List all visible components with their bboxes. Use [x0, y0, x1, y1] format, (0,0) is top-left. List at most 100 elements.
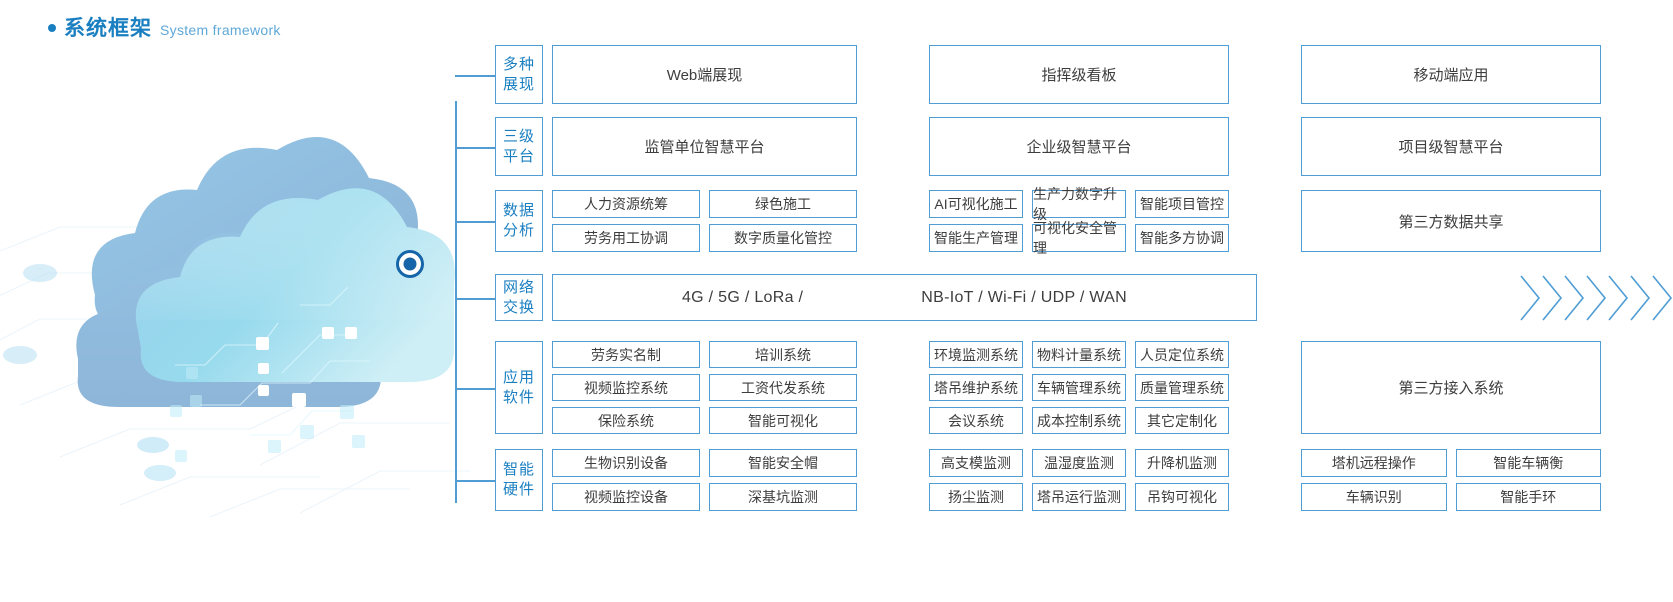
cell-group: 劳务实名制培训系统视频监控系统工资代发系统保险系统智能可视化: [552, 341, 857, 434]
cell-box[interactable]: 视频监控系统: [552, 374, 700, 401]
cell-box[interactable]: 智能车辆衡: [1455, 449, 1601, 477]
cell-line: 移动端应用: [1301, 45, 1601, 104]
cell-box[interactable]: 视频监控设备: [552, 483, 700, 511]
cell-box[interactable]: 其它定制化: [1135, 407, 1229, 434]
cell-box[interactable]: Web端展现: [552, 45, 857, 104]
bullet-dot-icon: [48, 24, 56, 32]
cell-line: Web端展现: [552, 45, 857, 104]
row-cells: 监管单位智慧平台 企业级智慧平台 项目级智慧平台: [552, 117, 1673, 176]
row-cells: Web端展现 指挥级看板 移动端应用: [552, 45, 1673, 104]
network-exchange-box[interactable]: 4G / 5G / LoRa /NB-IoT / Wi-Fi / UDP / W…: [552, 274, 1257, 321]
cell-box[interactable]: 工资代发系统: [709, 374, 857, 401]
cell-box[interactable]: 质量管理系统: [1135, 374, 1229, 401]
cell-box[interactable]: 智能可视化: [709, 407, 857, 434]
cell-box[interactable]: 移动端应用: [1301, 45, 1601, 104]
row-category-line: 硬件: [502, 481, 535, 498]
row-category-smart-hardware[interactable]: 智能硬件: [495, 449, 543, 511]
cell-box[interactable]: 温湿度监测: [1032, 449, 1126, 477]
cell-box[interactable]: 吊钩可视化: [1135, 483, 1229, 511]
cell-box[interactable]: 人力资源统筹: [552, 190, 700, 218]
row-category-network[interactable]: 网络交换: [495, 274, 543, 321]
cell-group: 第三方数据共享: [1301, 190, 1601, 252]
cell-group: 塔机远程操作智能车辆衡车辆识别智能手环: [1301, 449, 1601, 511]
cell-box[interactable]: 扬尘监测: [929, 483, 1023, 511]
cell-box[interactable]: 成本控制系统: [1032, 407, 1126, 434]
cell-line: 指挥级看板: [929, 45, 1229, 104]
cell-line: 劳务用工协调数字质量化管控: [552, 224, 857, 252]
row-category-line: 平台: [502, 147, 535, 165]
cell-box[interactable]: 升降机监测: [1135, 449, 1229, 477]
cell-group: 生物识别设备智能安全帽视频监控设备深基坑监测: [552, 449, 857, 511]
cell-box[interactable]: 可视化安全管理: [1032, 220, 1126, 256]
cell-group: 监管单位智慧平台: [552, 117, 857, 176]
row-category-presentation[interactable]: 多种展现: [495, 45, 543, 104]
diagram-spine: [455, 101, 457, 503]
cell-box[interactable]: 会议系统: [929, 407, 1023, 434]
chevron-right-icon: [1652, 274, 1673, 321]
chevron-right-icon: [1542, 274, 1563, 321]
cell-box[interactable]: 高支模监测: [929, 449, 1023, 477]
cell-box[interactable]: 劳务实名制: [552, 341, 700, 368]
cell-line: 劳务实名制培训系统: [552, 341, 857, 368]
cell-box[interactable]: 物料计量系统: [1032, 341, 1126, 368]
diagram-branch-line: [455, 146, 495, 149]
chevron-right-icon: [1608, 274, 1629, 321]
cell-box[interactable]: 第三方接入系统: [1301, 341, 1601, 434]
cell-line: 会议系统成本控制系统其它定制化: [929, 407, 1229, 434]
cell-box[interactable]: 数字质量化管控: [709, 224, 857, 252]
cell-line: 生物识别设备智能安全帽: [552, 449, 857, 477]
cell-box[interactable]: 培训系统: [709, 341, 857, 368]
cell-box[interactable]: 生物识别设备: [552, 449, 700, 477]
cell-box[interactable]: 监管单位智慧平台: [552, 117, 857, 176]
cell-box[interactable]: 塔吊运行监测: [1032, 483, 1126, 511]
cell-group: 高支模监测温湿度监测升降机监测扬尘监测塔吊运行监测吊钩可视化: [929, 449, 1229, 511]
cell-line: 视频监控系统工资代发系统: [552, 374, 857, 401]
cell-line: 监管单位智慧平台: [552, 117, 857, 176]
cell-box[interactable]: 智能手环: [1455, 483, 1601, 511]
cell-box[interactable]: 智能生产管理: [929, 224, 1023, 252]
cell-box[interactable]: 深基坑监测: [709, 483, 857, 511]
cell-box[interactable]: 保险系统: [552, 407, 700, 434]
cell-box[interactable]: 环境监测系统: [929, 341, 1023, 368]
row-category-line: 分析: [502, 222, 535, 239]
network-flow-arrows: [1519, 274, 1673, 321]
cell-box[interactable]: 智能安全帽: [709, 449, 857, 477]
cell-box[interactable]: 劳务用工协调: [552, 224, 700, 252]
cell-box[interactable]: 塔吊维护系统: [929, 374, 1023, 401]
row-cells: 劳务实名制培训系统视频监控系统工资代发系统保险系统智能可视化环境监测系统物料计量…: [552, 341, 1673, 434]
cell-box[interactable]: 智能多方协调: [1135, 224, 1229, 252]
row-category-line: 交换: [502, 298, 535, 316]
diagram-branch-line: [455, 387, 495, 390]
cell-line: 人力资源统筹绿色施工: [552, 190, 857, 218]
cell-line: 智能生产管理可视化安全管理智能多方协调: [929, 220, 1229, 256]
diagram-row-application-software: 应用软件劳务实名制培训系统视频监控系统工资代发系统保险系统智能可视化环境监测系统…: [495, 341, 1673, 434]
cell-box[interactable]: 项目级智慧平台: [1301, 117, 1601, 176]
circuit-background-icon: [0, 137, 470, 518]
cell-box[interactable]: 人员定位系统: [1135, 341, 1229, 368]
row-category-line: 软件: [502, 388, 535, 406]
cell-box[interactable]: 车辆识别: [1301, 483, 1447, 511]
cell-box[interactable]: 塔机远程操作: [1301, 449, 1447, 477]
page-title-en: System framework: [160, 22, 281, 38]
cloud-computing-graphic: [0, 105, 470, 525]
cell-box[interactable]: 绿色施工: [709, 190, 857, 218]
cell-group: Web端展现: [552, 45, 857, 104]
cell-box[interactable]: 智能项目管控: [1135, 190, 1229, 218]
cell-box[interactable]: 第三方数据共享: [1301, 190, 1601, 252]
cell-line: 扬尘监测塔吊运行监测吊钩可视化: [929, 483, 1229, 511]
cell-line: 高支模监测温湿度监测升降机监测: [929, 449, 1229, 477]
cell-box[interactable]: 指挥级看板: [929, 45, 1229, 104]
row-category-line: 多种: [502, 55, 535, 73]
cell-box[interactable]: AI可视化施工: [929, 190, 1023, 218]
cell-box[interactable]: 生产力数字升级: [1032, 186, 1126, 222]
row-category-data-analysis[interactable]: 数据分析: [495, 190, 543, 252]
cell-box[interactable]: 车辆管理系统: [1032, 374, 1126, 401]
cell-box[interactable]: 企业级智慧平台: [929, 117, 1229, 176]
diagram-branch-line: [455, 221, 495, 223]
row-category-application-software[interactable]: 应用软件: [495, 341, 543, 434]
row-category-platform[interactable]: 三级平台: [495, 117, 543, 176]
page-title-cn: 系统框架: [64, 17, 152, 40]
